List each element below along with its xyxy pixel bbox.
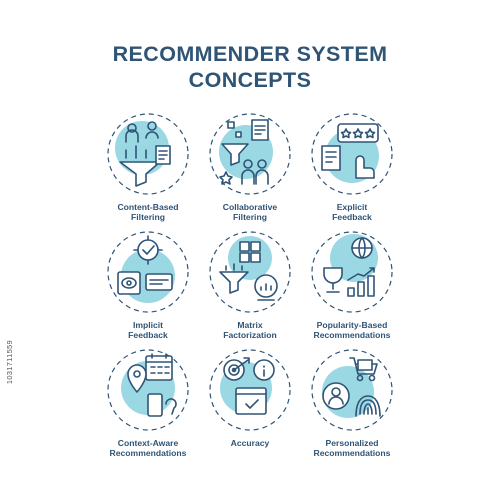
stock-id: 1031711559 [5,340,14,385]
label-line-2: Recommendations [109,448,187,458]
collaborative-filtering-icon [209,113,291,195]
label-line-2: Factorization [223,330,277,340]
icon-card-matrix-factorization: Matrix Factorization [192,228,308,348]
icon-card-personalized-recommendations: Personalized Recommendations [294,346,410,466]
icon-card-content-based-filtering: Content-Based Filtering [90,110,206,230]
content-based-filtering-icon [107,113,189,195]
label-line-1: Matrix [237,320,263,330]
label-line-1: Content-Based [117,202,179,212]
label-line-1: Implicit [132,320,164,330]
label-line-1: Context-Aware [117,438,179,448]
label-line-1: Personalized [325,438,379,448]
label-line-1: Collaborative [222,202,278,212]
popularity-based-recommendations-icon [311,231,393,313]
label-line-2: Filtering [233,212,267,222]
label-line-2: Recommendations [313,448,391,458]
icon-card-collaborative-filtering: Collaborative Filtering [192,110,308,230]
icon-card-accuracy: Accuracy [192,346,308,466]
accuracy-icon [209,349,291,431]
label-line-2: Filtering [131,212,165,222]
label-line-1: Explicit [336,202,368,212]
context-aware-recommendations-icon [107,349,189,431]
label-line-2: Feedback [332,212,372,222]
explicit-feedback-icon [311,113,393,195]
icon-card-explicit-feedback: Explicit Feedback [294,110,410,230]
page-title-line-2: CONCEPTS [188,68,312,92]
icon-card-implicit-feedback: Implicit Feedback [90,228,206,348]
icon-card-context-aware-recommendations: Context-Aware Recommendations [90,346,206,466]
label-line-2: Recommendations [313,330,391,340]
icon-card-popularity-based-recommendations: Popularity-Based Recommendations [294,228,410,348]
personalized-recommendations-icon [311,349,393,431]
label-line-2: Feedback [128,330,168,340]
implicit-feedback-icon [107,231,189,313]
matrix-factorization-icon [209,231,291,313]
label-line-1: Popularity-Based [316,320,388,330]
label-line-1: Accuracy [230,438,270,448]
page-title-line-1: RECOMMENDER SYSTEM [112,42,388,66]
